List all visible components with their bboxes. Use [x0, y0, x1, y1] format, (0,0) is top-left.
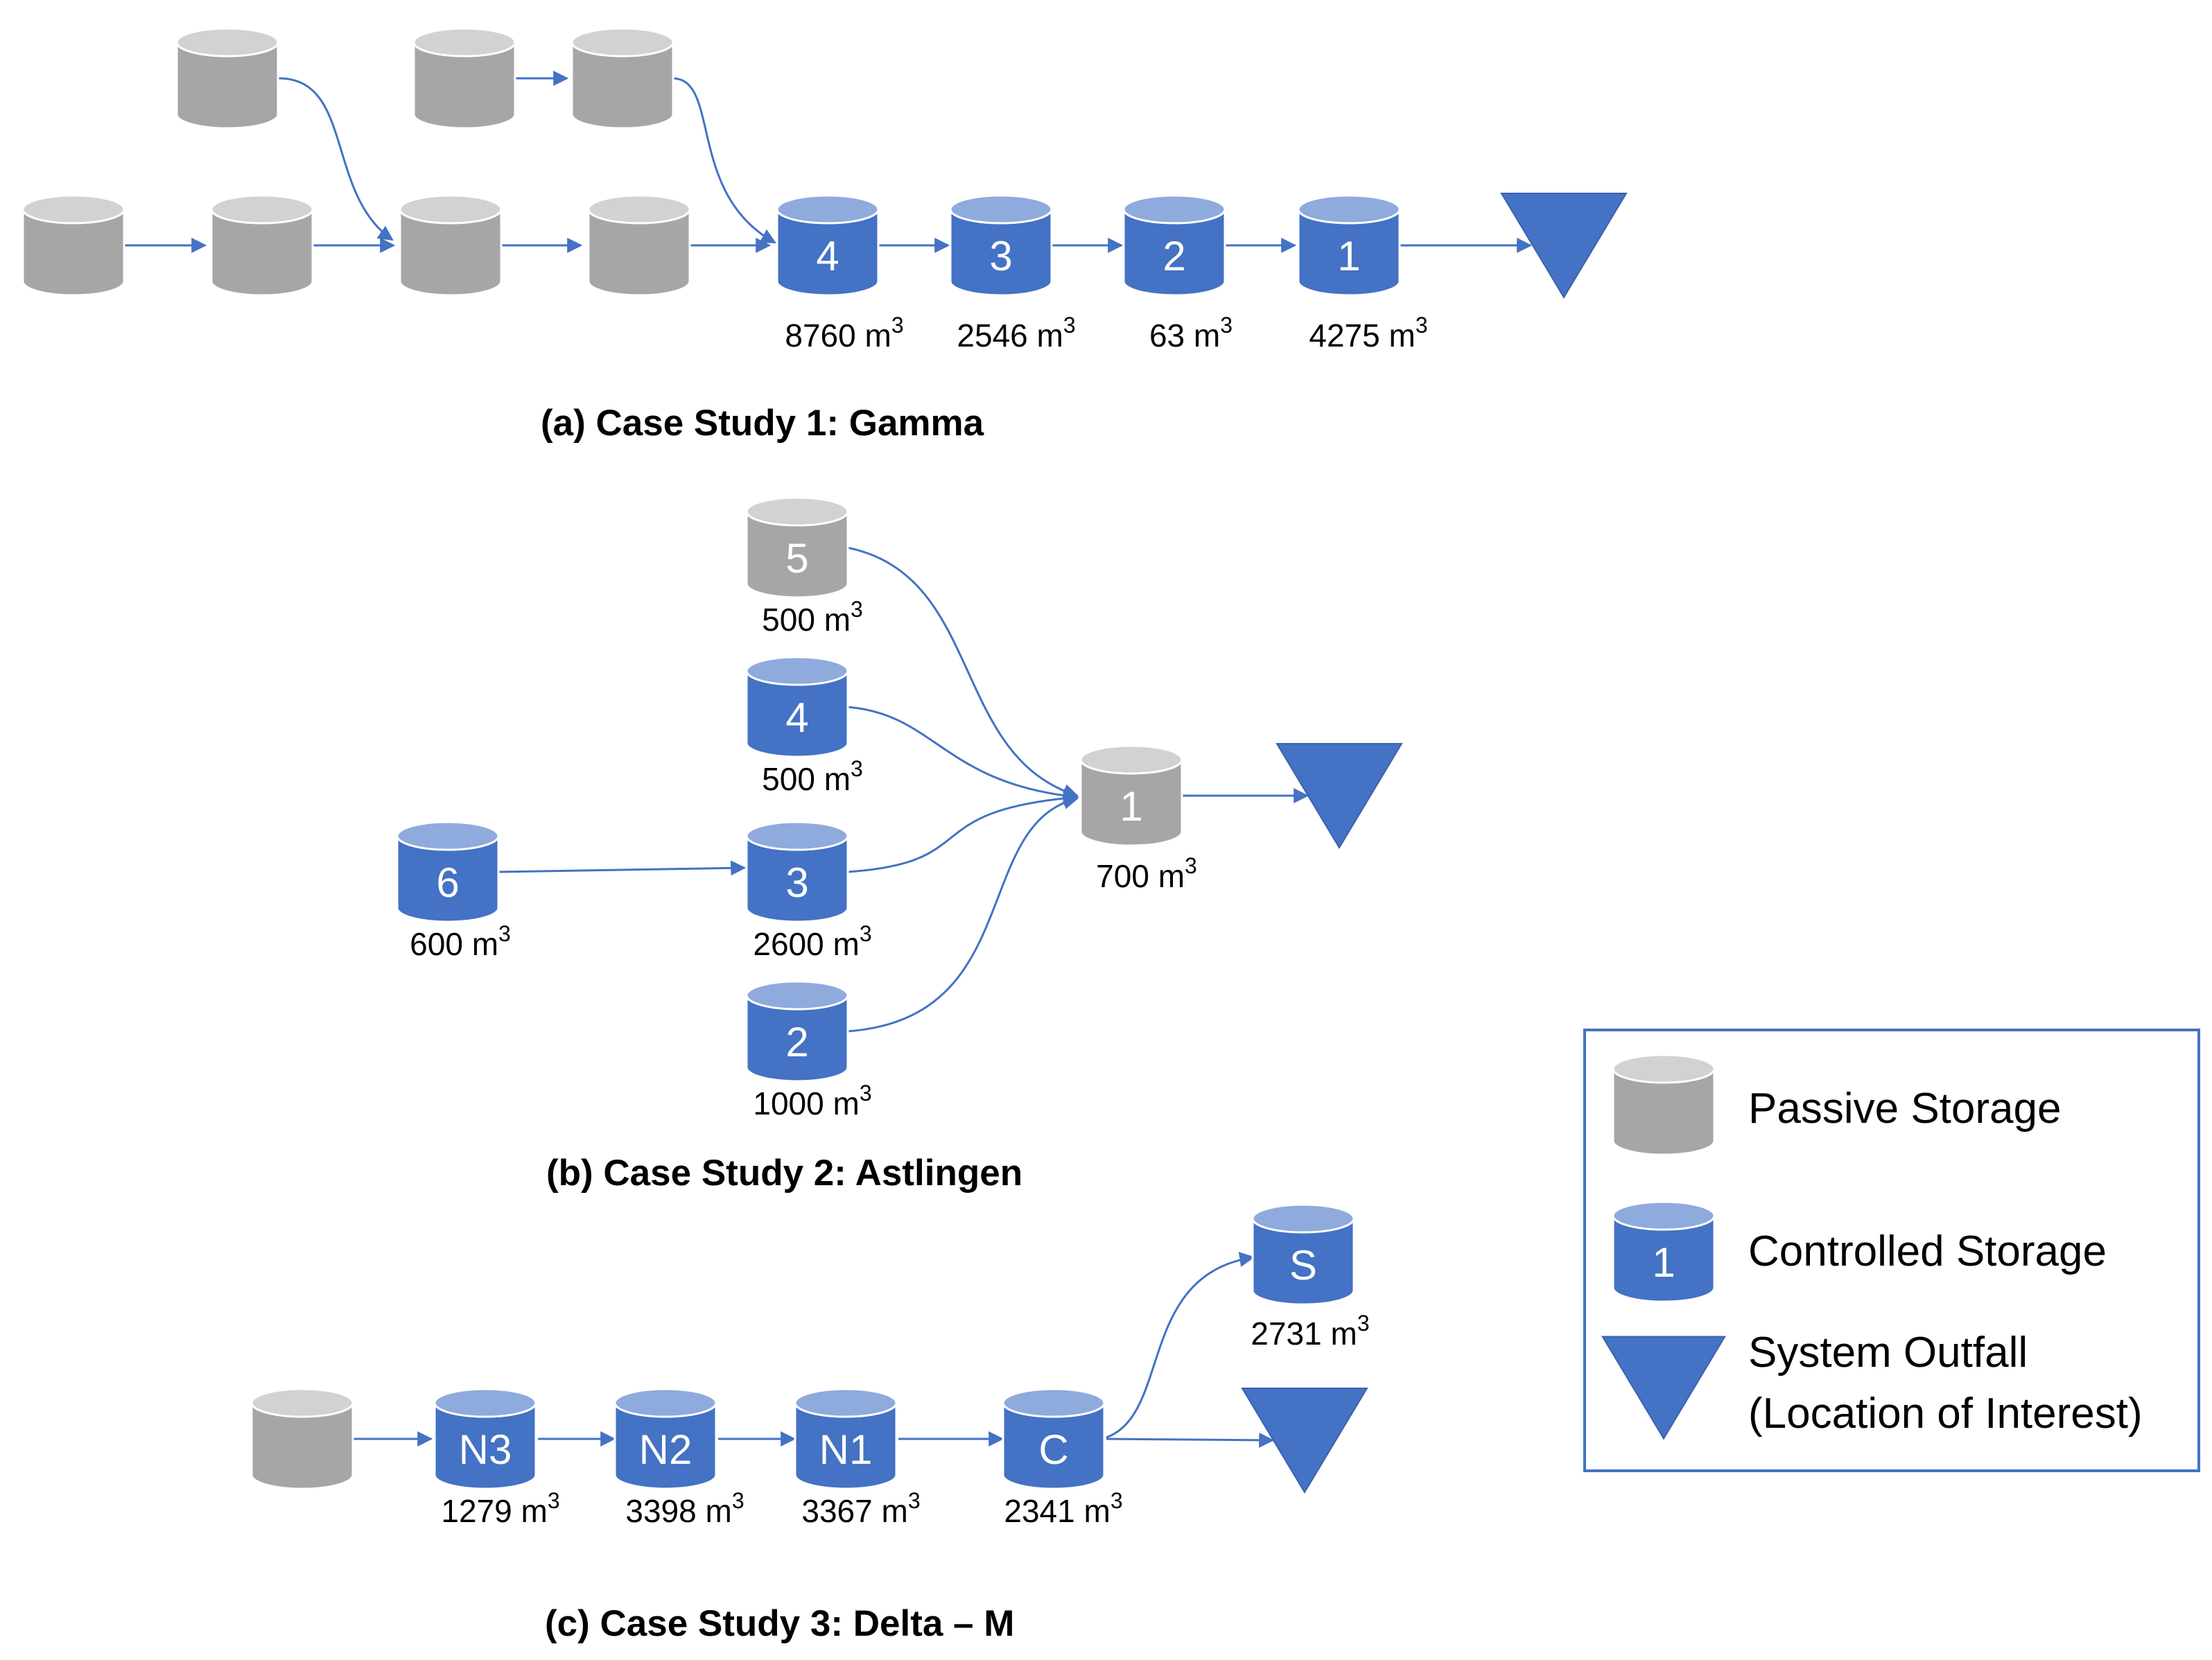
controlled-storage-cylinder: S: [1251, 1203, 1355, 1306]
passive-storage-cylinder: [21, 194, 125, 297]
node-label: 2: [785, 1019, 808, 1065]
node-label: S: [1289, 1242, 1317, 1288]
passive-storage-cylinder: [399, 194, 503, 297]
controlled-storage-cylinder: 3: [949, 194, 1053, 297]
flow-arrow: [672, 77, 776, 244]
storage-volume-label: 3367 m3: [801, 1488, 920, 1529]
storage-volume-label: 700 m3: [1096, 853, 1197, 894]
legend-controlled-storage-icon: 1: [1612, 1200, 1716, 1303]
storage-volume-label: 1000 m3: [753, 1081, 871, 1121]
storage-volume-label: 63 m3: [1149, 313, 1233, 353]
flow-arrow: [278, 77, 394, 241]
storage-volume-label: 1279 m3: [441, 1488, 559, 1529]
node-label: C: [1038, 1426, 1068, 1473]
storage-volume-label: 2600 m3: [753, 921, 871, 962]
flow-arrow: [846, 546, 1079, 799]
controlled-storage-cylinder: 1: [1297, 194, 1401, 297]
node-label: 3: [989, 233, 1012, 279]
node-label: 1: [1337, 233, 1360, 279]
outfall-triangle-icon: [1241, 1388, 1368, 1494]
flow-arrow: [1106, 1252, 1255, 1439]
node-label: 4: [816, 233, 839, 279]
flow-arrow: [846, 790, 1079, 873]
storage-nodes: 4 3 2 1 5 4 3 2 6 1N3 N2 N1 C S: [21, 27, 1628, 1494]
node-label: N2: [639, 1426, 693, 1473]
flow-connections: [125, 71, 1533, 1448]
passive-storage-cylinder: [571, 27, 674, 130]
node-label: 1: [1652, 1239, 1675, 1286]
passive-storage-cylinder: [412, 27, 516, 130]
outfall-triangle-icon: [1275, 743, 1403, 849]
controlled-storage-cylinder: 4: [745, 656, 849, 758]
legend-label-outfall: System Outfall: [1748, 1329, 2028, 1377]
passive-storage-cylinder: [250, 1388, 354, 1490]
flow-arrow: [846, 706, 1079, 803]
storage-volume-label: 500 m3: [762, 597, 863, 638]
legend-icons: 1: [1601, 1054, 1726, 1440]
controlled-storage-cylinder: N2: [613, 1388, 717, 1490]
controlled-storage-cylinder: 2: [1122, 194, 1226, 297]
legend-outfall-triangle-icon: [1601, 1336, 1726, 1440]
panel-title-c: (c) Case Study 3: Delta – M: [545, 1603, 1014, 1644]
flow-arrow: [1106, 1432, 1275, 1448]
controlled-storage-cylinder: 3: [745, 821, 849, 923]
node-label: 2: [1162, 233, 1185, 279]
outfall-triangle-icon: [1500, 193, 1628, 299]
controlled-storage-cylinder: 2: [745, 980, 849, 1083]
controlled-storage-cylinder: C: [1002, 1388, 1106, 1490]
controlled-storage-cylinder: 6: [396, 821, 500, 923]
legend-label-controlled: Controlled Storage: [1748, 1227, 2107, 1275]
flow-arrow: [497, 860, 747, 876]
passive-storage-cylinder: 1: [1079, 744, 1183, 847]
controlled-storage-cylinder: N3: [433, 1388, 537, 1490]
legend-passive-storage-icon: [1612, 1054, 1716, 1156]
legend-label-passive: Passive Storage: [1748, 1085, 2061, 1133]
controlled-storage-cylinder: 4: [776, 194, 880, 297]
panel-title-a: (a) Case Study 1: Gamma: [541, 403, 984, 444]
passive-storage-cylinder: [587, 194, 691, 297]
storage-volume-label: 500 m3: [762, 756, 863, 797]
storage-volume-label: 2731 m3: [1251, 1311, 1369, 1352]
passive-storage-cylinder: [210, 194, 314, 297]
controlled-storage-cylinder: N1: [794, 1388, 898, 1490]
node-label: 5: [785, 535, 808, 582]
node-label: N1: [819, 1426, 873, 1473]
node-label: 1: [1120, 783, 1142, 830]
storage-volume-label: 2546 m3: [957, 313, 1075, 353]
node-label: 6: [436, 859, 459, 906]
storage-volume-label: 2341 m3: [1004, 1488, 1122, 1529]
storage-volume-label: 4275 m3: [1309, 313, 1427, 353]
passive-storage-cylinder: [175, 27, 279, 130]
node-label: 4: [785, 694, 808, 741]
flow-arrow: [846, 794, 1079, 1033]
legend-label-outfall-sub: (Location of Interest): [1748, 1390, 2143, 1438]
panel-title-b: (b) Case Study 2: Astlingen: [546, 1153, 1022, 1194]
storage-volume-label: 600 m3: [410, 921, 511, 962]
storage-volume-label: 8760 m3: [785, 313, 903, 353]
node-label: N3: [459, 1426, 512, 1473]
node-label: 3: [785, 859, 808, 906]
panel-titles: (a) Case Study 1: Gamma (b) Case Study 2…: [541, 403, 1022, 1644]
storage-volume-label: 3398 m3: [625, 1488, 744, 1529]
legend: 1 Passive Storage Controlled Storage Sys…: [1583, 1029, 2200, 1472]
passive-storage-cylinder: 5: [745, 496, 849, 599]
